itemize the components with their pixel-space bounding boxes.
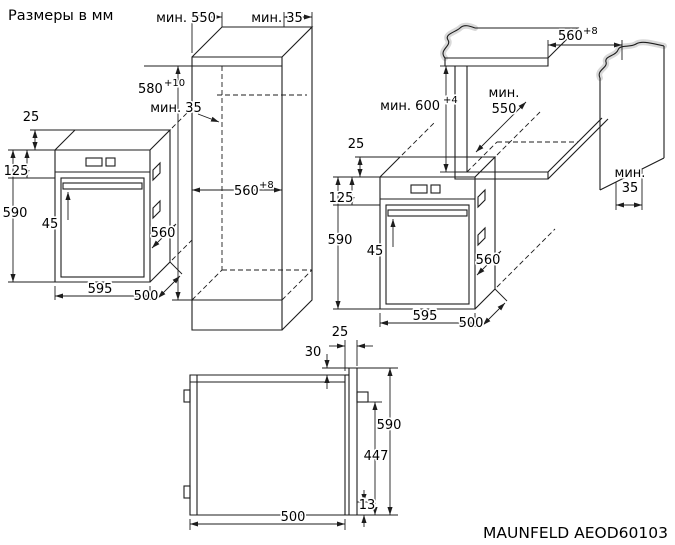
niche-floor [454,171,549,180]
worktop-front [444,58,549,67]
dim-oven-panel-height: 125 [329,191,354,206]
dim-base-back-gap-value: 35 [622,181,639,196]
dim-section-inner-height: 447 [364,449,389,464]
dim-section-depth: 500 [281,510,306,525]
dim-section-top-inset: 30 [305,345,322,360]
dim-tall-niche-height-tolerance: +10 [164,78,185,89]
dim-oven-height: 590 [328,233,353,248]
section-door [348,367,358,516]
side-panel-break-edge [598,41,665,79]
dim-oven-handle-clearance: 45 [367,244,384,259]
section-body [189,374,346,516]
section-door-handle [356,391,369,403]
dim-base-niche-width-tolerance: +8 [583,26,598,37]
section-bracket-bottom [183,485,191,499]
dim-tall-niche-height: 580 [138,82,163,97]
dim-base-niche-width: 560 [558,29,583,44]
dim-oven-body-depth: 560 [476,253,501,268]
dim-section-door-thickness: 25 [332,325,349,340]
dim-section-bottom-gap: 13 [359,498,376,513]
dim-tall-shelf-gap: мин. 35 [150,101,202,116]
section-bracket-top [183,389,191,403]
oven-left-figure: 25 125 590 45 560 595 500 [1,108,182,306]
oven-left-labels: 25 125 590 45 560 595 500 [1,108,177,305]
dim-tall-niche-width-tolerance: +8 [259,180,274,191]
dim-base-niche-height: мин. 600 [380,99,440,114]
oven-right-labels: 25 125 590 45 560 595 500 [326,135,502,332]
dim-section-height: 590 [377,418,402,433]
dim-oven-width: 595 [413,309,438,324]
dim-tall-depth: мин. 550 [156,11,216,26]
base-unit-figure: 560 +8 мин. 600 +4 мин. 550 мин. 35 [379,22,667,288]
dim-oven-width: 595 [88,282,113,297]
dim-oven-height: 590 [3,206,28,221]
dim-tall-top-back-gap: мин. 35 [251,11,303,26]
dim-oven-front-offset: 25 [348,137,365,152]
dim-tall-niche-width: 560 [234,184,259,199]
dim-oven-body-depth: 560 [151,226,176,241]
worktop-break-edge [442,25,476,59]
oven-right-figure: 25 125 590 45 560 595 500 [326,135,507,333]
dim-oven-front-offset: 25 [23,110,40,125]
page-title: Размеры в мм [8,8,114,24]
section-view-figure: 25 30 590 447 13 500 [183,323,403,530]
dim-base-depth-value: 550 [492,102,517,117]
tall-cabinet-figure: мин. 550 мин. 35 580 +10 мин. 35 560 +8 [136,9,314,331]
dim-base-depth-min: мин. [489,86,520,101]
dim-base-niche-height-tolerance: +4 [443,95,458,106]
tall-cabinet-side [281,27,313,331]
dim-oven-panel-height: 125 [4,164,29,179]
dim-base-back-gap-min: мин. [615,166,646,181]
dim-oven-handle-clearance: 45 [42,217,59,232]
dim-oven-depth: 500 [134,289,159,304]
dim-oven-depth: 500 [459,316,484,331]
model-name: MAUNFELD AEOD60103 [483,524,668,542]
tall-cabinet-top [191,26,314,58]
